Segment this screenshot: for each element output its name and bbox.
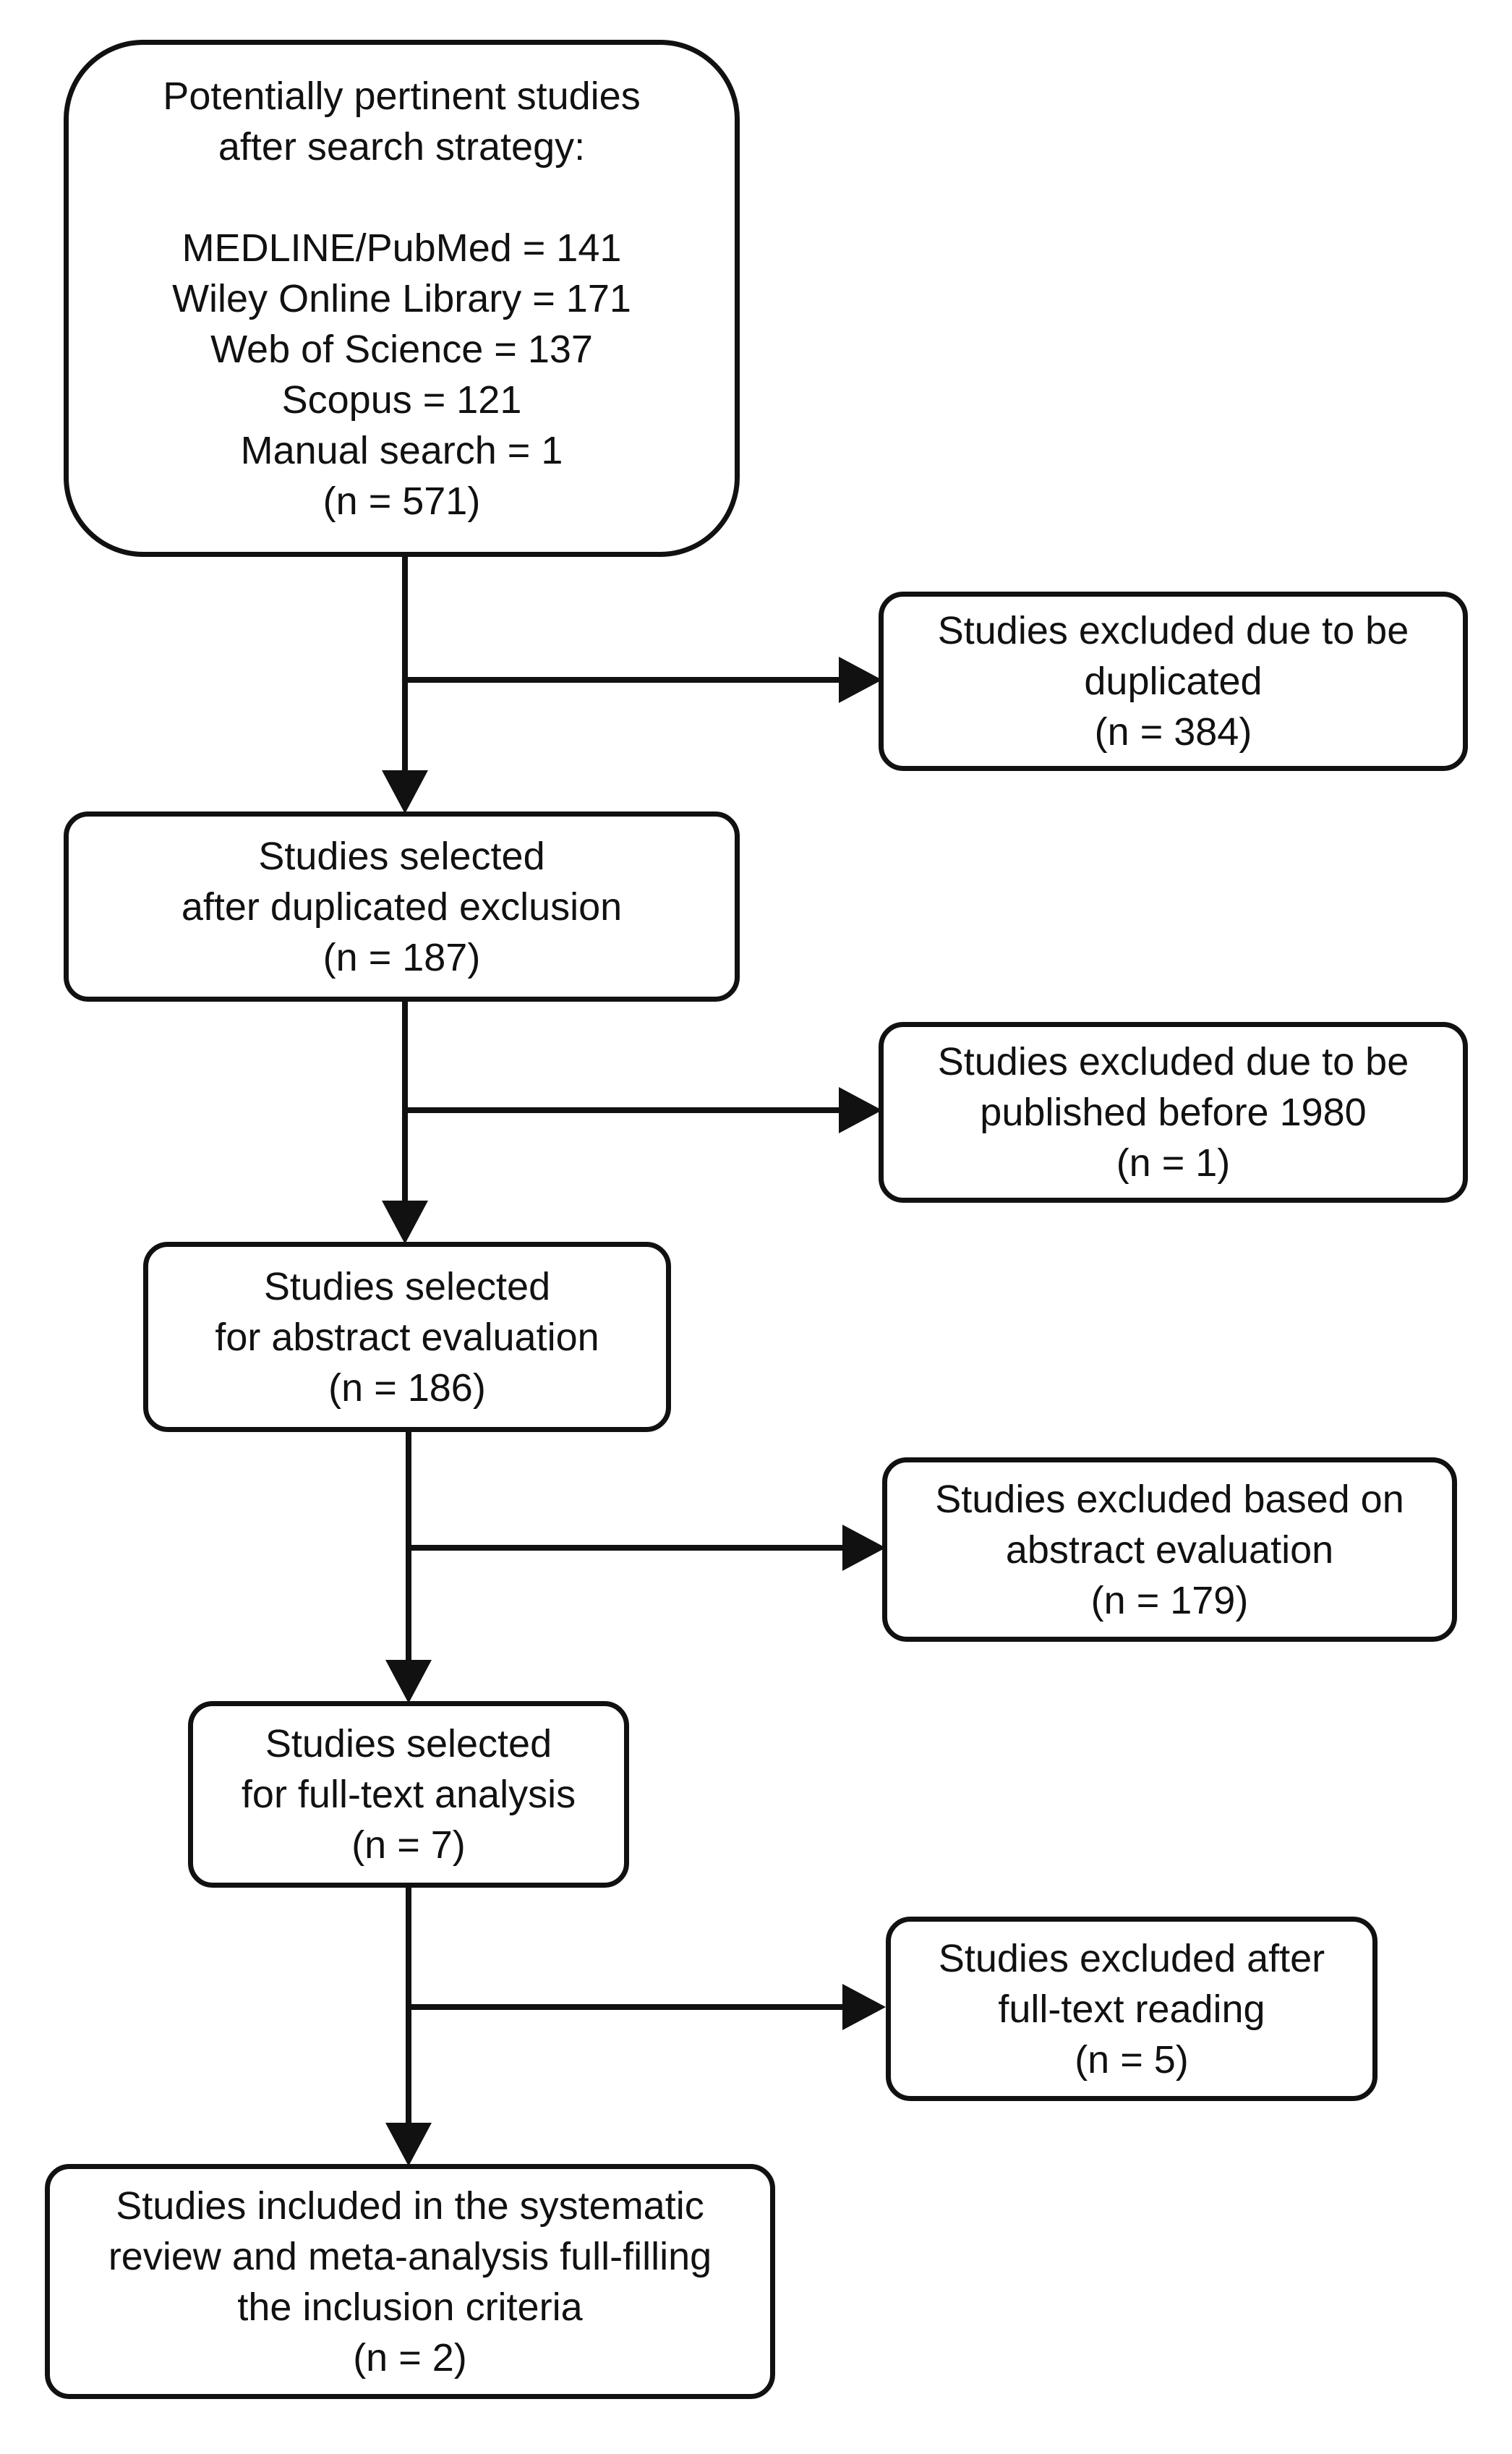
included-count: (n = 2): [353, 2335, 467, 2380]
excluded-duplicates-box: Studies excluded due to be duplicated (n…: [879, 592, 1468, 771]
search-results-box: Potentially pertinent studies after sear…: [64, 40, 740, 557]
selected-abstract-box: Studies selected for abstract evaluation…: [143, 1242, 671, 1432]
excluded-before-1980-line-1: Studies excluded due to be: [937, 1040, 1409, 1083]
excluded-duplicates-line-2: duplicated: [1084, 660, 1263, 703]
arrowhead-right-2: [839, 1087, 882, 1133]
selected-fulltext-box: Studies selected for full-text analysis …: [188, 1701, 629, 1888]
search-line-1: Potentially pertinent studies: [163, 74, 641, 118]
excluded-before-1980-count: (n = 1): [1116, 1141, 1231, 1185]
selected-fulltext-line-1: Studies selected: [265, 1722, 552, 1765]
excluded-abstract-line-1: Studies excluded based on: [935, 1477, 1404, 1521]
search-line-manual: Manual search = 1: [240, 428, 563, 472]
excluded-abstract-line-2: abstract evaluation: [1005, 1528, 1334, 1572]
search-line-scopus: Scopus = 121: [281, 378, 522, 422]
selected-after-duplicates-line-1: Studies selected: [258, 834, 545, 878]
arrowhead-right-1: [839, 657, 882, 703]
arrowhead-down-1: [382, 770, 428, 814]
excluded-fulltext-count: (n = 5): [1075, 2037, 1189, 2082]
selected-after-duplicates-line-2: after duplicated exclusion: [181, 885, 623, 929]
selected-abstract-line-1: Studies selected: [263, 1264, 551, 1308]
excluded-duplicates-line-1: Studies excluded due to be: [937, 609, 1409, 652]
selected-fulltext-count: (n = 7): [351, 1823, 466, 1867]
included-line-3: the inclusion criteria: [237, 2285, 583, 2329]
excluded-duplicates-count: (n = 384): [1094, 710, 1252, 754]
arrowhead-down-4: [385, 2123, 432, 2166]
included-line-1: Studies included in the systematic: [116, 2184, 704, 2228]
excluded-before-1980-line-2: published before 1980: [980, 1091, 1367, 1134]
search-line-medline: MEDLINE/PubMed = 141: [181, 226, 622, 270]
search-line-wos: Web of Science = 137: [210, 327, 593, 371]
excluded-fulltext-box: Studies excluded after full-text reading…: [886, 1917, 1378, 2101]
selected-fulltext-line-2: for full-text analysis: [241, 1773, 576, 1816]
search-line-2: after search strategy:: [218, 124, 586, 169]
excluded-fulltext-line-2: full-text reading: [998, 1987, 1265, 2031]
selected-after-duplicates-count: (n = 187): [323, 935, 481, 979]
excluded-abstract-count: (n = 179): [1090, 1578, 1249, 1622]
selected-after-duplicates-box: Studies selected after duplicated exclus…: [64, 811, 740, 1002]
included-studies-box: Studies included in the systematic revie…: [45, 2164, 775, 2399]
excluded-abstract-box: Studies excluded based on abstract evalu…: [882, 1457, 1457, 1642]
selected-abstract-count: (n = 186): [328, 1366, 486, 1410]
search-line-total: (n = 571): [323, 479, 481, 523]
excluded-before-1980-box: Studies excluded due to be published bef…: [879, 1022, 1468, 1203]
arrowhead-down-3: [385, 1660, 432, 1703]
included-line-2: review and meta-analysis full-filling: [108, 2234, 712, 2278]
selected-abstract-line-2: for abstract evaluation: [215, 1315, 599, 1359]
search-line-wiley: Wiley Online Library = 171: [172, 276, 631, 320]
arrowhead-right-4: [842, 1984, 886, 2030]
arrowhead-right-3: [842, 1525, 886, 1571]
arrowhead-down-2: [382, 1201, 428, 1244]
excluded-fulltext-line-1: Studies excluded after: [938, 1936, 1325, 1980]
